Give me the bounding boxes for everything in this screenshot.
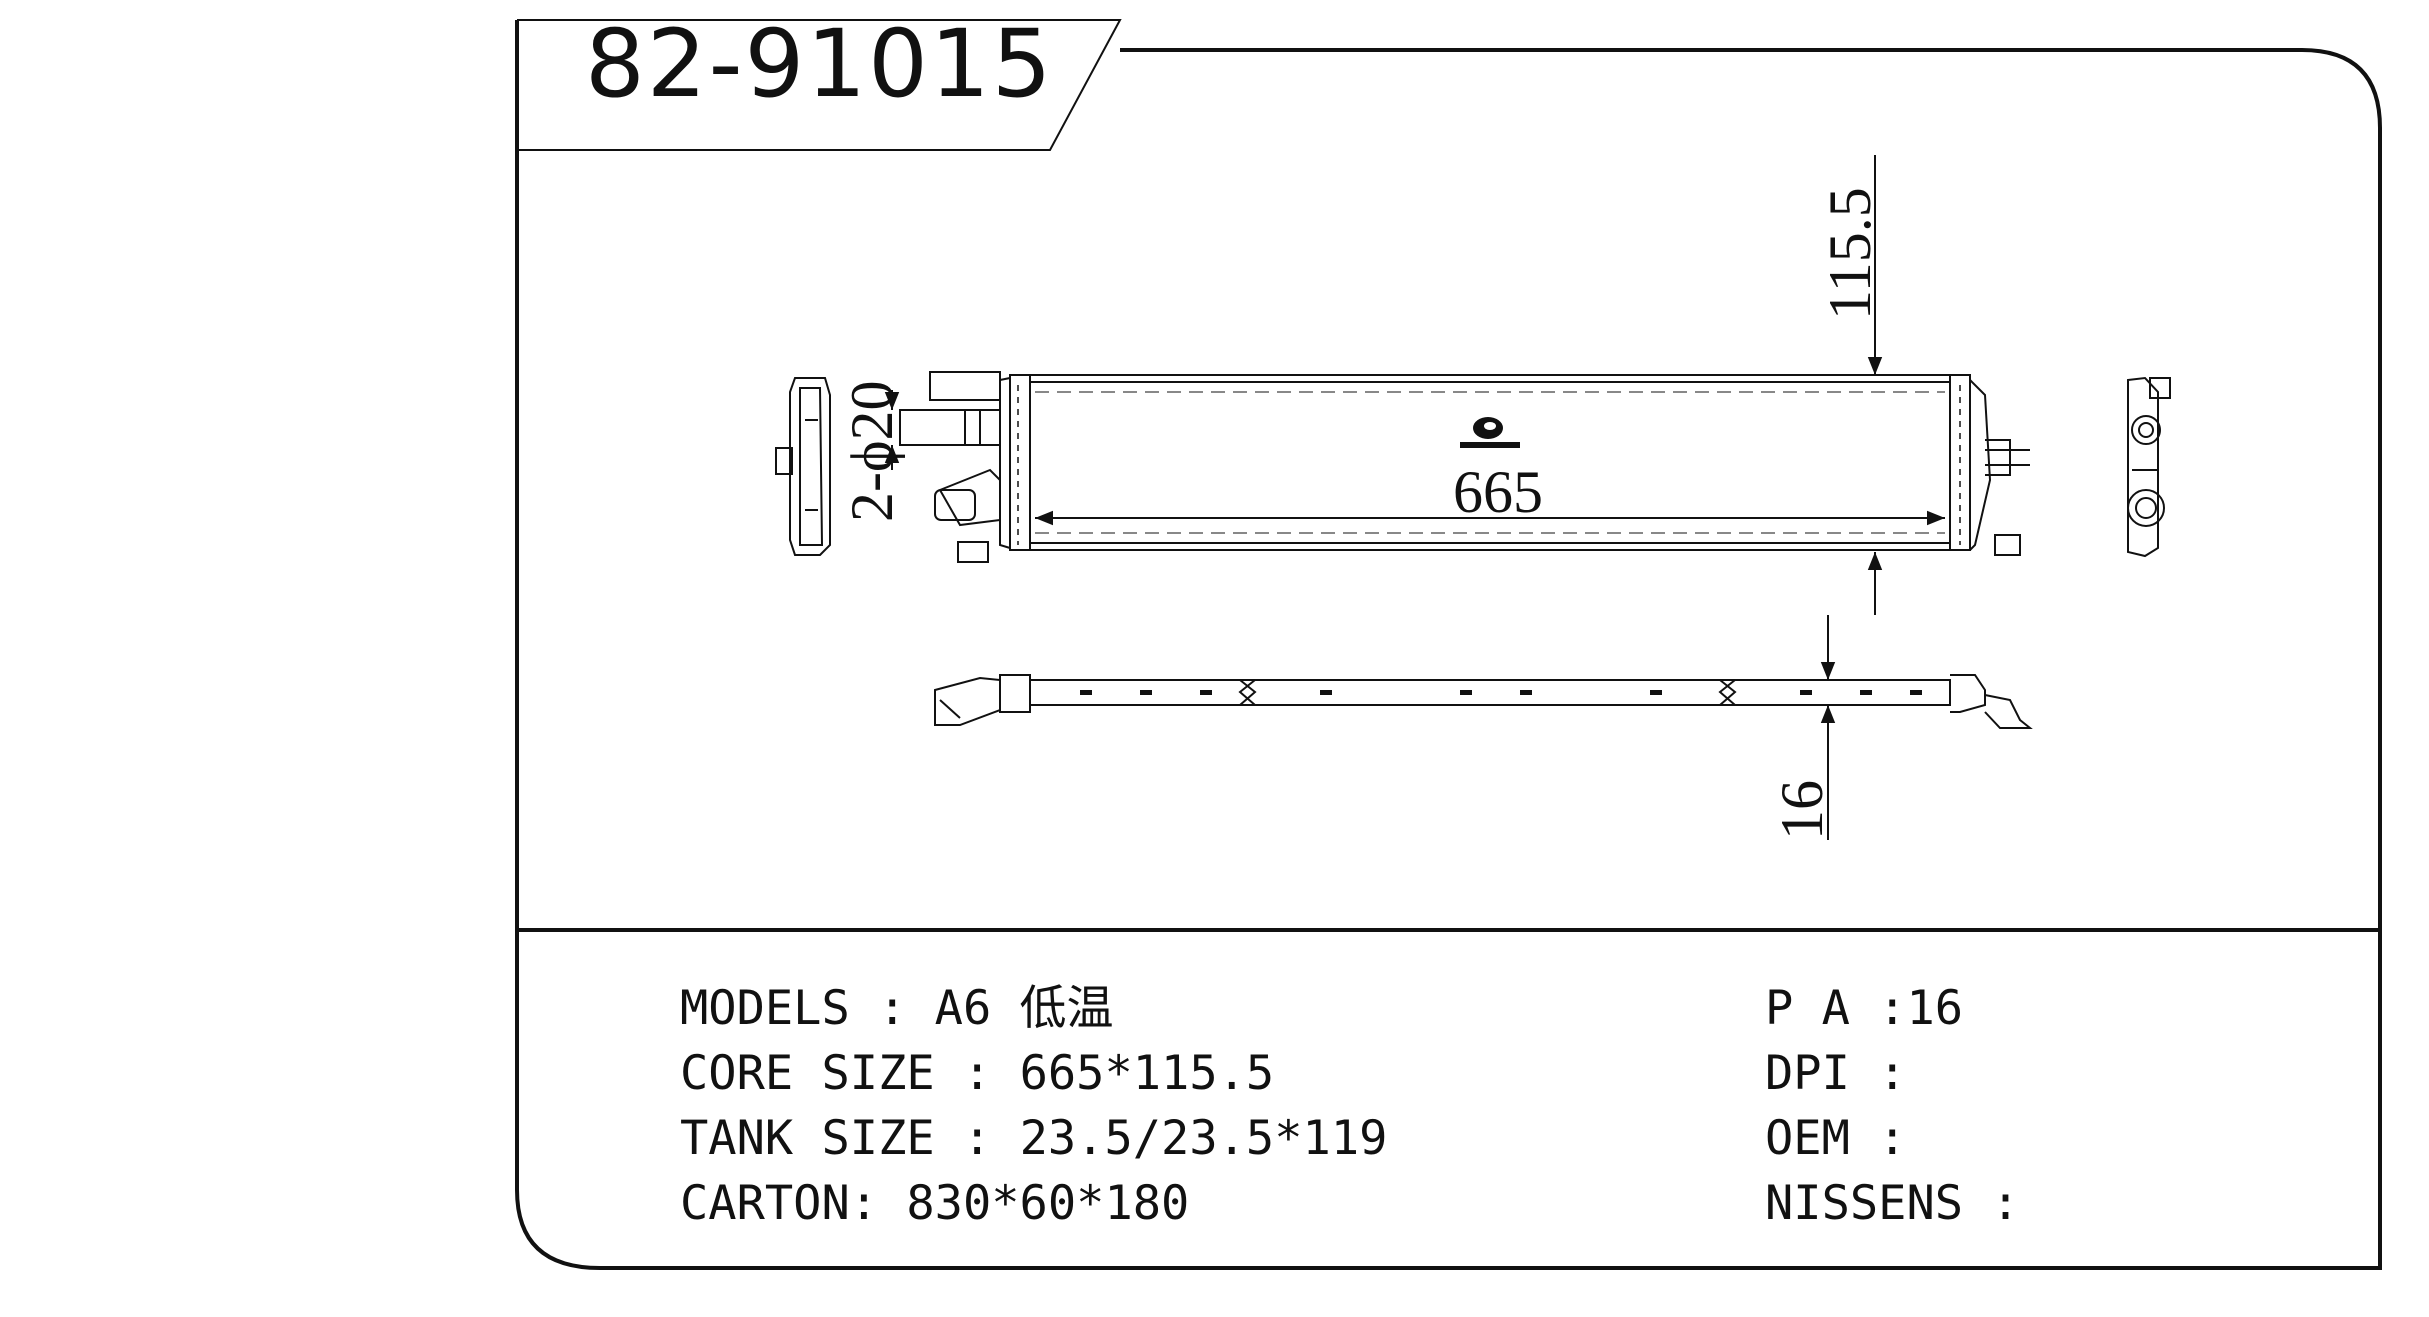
- spec-label: DPI :: [1765, 1046, 1907, 1101]
- height-label: 115.5: [1817, 187, 1883, 320]
- spec-label: CARTON:: [680, 1176, 907, 1231]
- spec-value: 16: [1906, 981, 1964, 1036]
- spec-label: P A :: [1765, 981, 1907, 1036]
- bottom-view-slots: [1080, 690, 1922, 695]
- width-label: 665: [1453, 459, 1543, 525]
- spec-row-carton: CARTON: 830*60*180: [680, 1180, 1189, 1227]
- left-side-view: [775, 377, 831, 556]
- spec-row-tank-size: TANK SIZE : 23.5/23.5*119: [680, 1115, 1387, 1162]
- right-side-view: [2127, 376, 2171, 558]
- spec-value: 23.5/23.5*119: [1019, 1111, 1388, 1166]
- spec-row-core-size: CORE SIZE : 665*115.5: [680, 1050, 1274, 1097]
- spec-label: MODELS :: [680, 981, 935, 1036]
- bottom-view: [934, 674, 2033, 729]
- spec-row-nissens: NISSENS :: [1765, 1180, 2020, 1227]
- thickness-label: 16: [1769, 780, 1835, 840]
- outer-frame: [515, 20, 2382, 1270]
- spec-row-dpi: DPI :: [1765, 1050, 1906, 1097]
- pipe-label: 2-ϕ20: [839, 380, 905, 522]
- part-number-title: 82-91015: [585, 10, 1054, 119]
- spec-row-models: MODELS : A6 低温: [680, 985, 1114, 1032]
- tank-ticks: [1017, 385, 1961, 545]
- spec-label: CORE SIZE :: [680, 1046, 1020, 1101]
- spec-value: 830*60*180: [906, 1176, 1190, 1231]
- spec-label: TANK SIZE :: [680, 1111, 1020, 1166]
- spec-label: NISSENS :: [1765, 1176, 2020, 1231]
- spec-value: A6 低温: [934, 981, 1114, 1036]
- spec-row-pa: P A :16: [1765, 985, 1963, 1032]
- radiator-front-view: [899, 371, 2030, 563]
- spec-label: OEM :: [1765, 1111, 1907, 1166]
- spec-row-oem: OEM :: [1765, 1115, 1906, 1162]
- spec-value: 665*115.5: [1019, 1046, 1275, 1101]
- title-tab: [517, 19, 1122, 151]
- brand-logo: [1460, 417, 1520, 448]
